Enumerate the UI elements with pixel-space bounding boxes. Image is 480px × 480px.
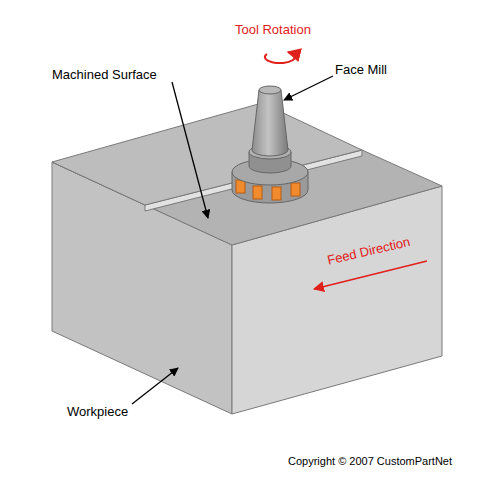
feed-label: Feed Direction bbox=[326, 235, 412, 268]
copyright-note: Copyright © 2007 CustomPartNet bbox=[288, 455, 452, 467]
leader-line bbox=[284, 76, 333, 100]
workpiece-block bbox=[52, 103, 442, 414]
cutter-insert bbox=[253, 186, 262, 199]
cutter-insert bbox=[291, 183, 300, 196]
leader-line bbox=[132, 368, 178, 404]
uncut-top-surface bbox=[52, 103, 362, 205]
part-label: Machined Surface bbox=[52, 68, 157, 82]
cutter-insert bbox=[236, 180, 245, 193]
part-label: Face Mill bbox=[335, 63, 387, 77]
rotation-arrow bbox=[265, 52, 295, 63]
tool-holder-cone bbox=[252, 90, 288, 156]
part-label: Workpiece bbox=[67, 405, 128, 419]
cutter-insert bbox=[272, 187, 281, 200]
rotation-label: Tool Rotation bbox=[235, 23, 311, 37]
holder-top bbox=[259, 86, 281, 94]
leader-line bbox=[172, 82, 208, 218]
face-mill bbox=[232, 86, 308, 203]
